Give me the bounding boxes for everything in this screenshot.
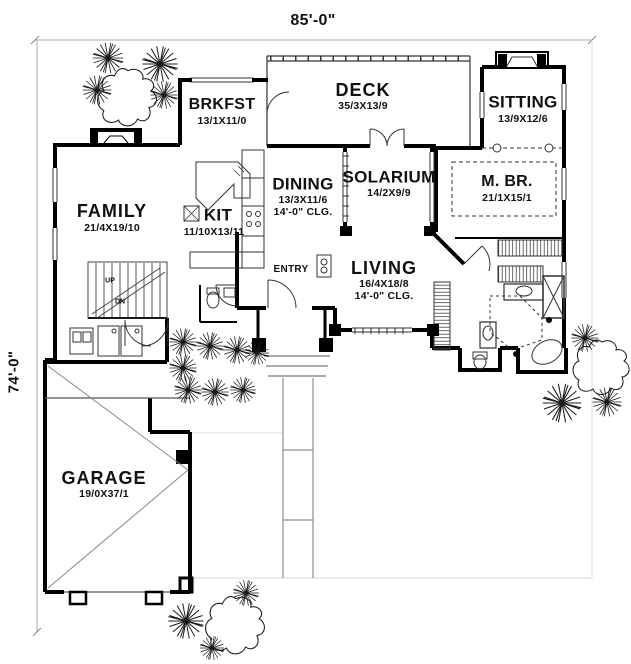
doors: [124, 91, 491, 347]
room-label-living: LIVING: [350, 258, 418, 278]
room-size-family: 21/4X19/10: [84, 221, 140, 234]
room-ceiling-dining: 14'-0" CLG.: [273, 205, 333, 218]
deck-railing: [266, 55, 471, 146]
fireplace-icon: [90, 128, 142, 146]
room-size-sitting: 13/9X12/6: [498, 112, 548, 125]
porch-steps: [264, 355, 330, 377]
overall-depth-dimension: 74'-0": [5, 350, 23, 394]
entry-porch: [252, 338, 333, 377]
utility-fixtures: [69, 325, 143, 357]
bay-window: [495, 51, 549, 69]
room-label-solarium: SOLARIUM: [342, 167, 436, 187]
room-size-kitchen: 11/10X13/11: [183, 225, 245, 238]
room-label-deck: DECK: [335, 80, 391, 100]
dashed-lines: [451, 143, 564, 351]
room-label-brkfst: BRKFST: [188, 96, 256, 113]
entry-niche: [316, 254, 332, 278]
garage-lines: [47, 365, 189, 606]
stairs: [87, 261, 168, 319]
room-size-living: 16/4X18/8: [359, 277, 409, 290]
kitchen-fixtures: [183, 149, 265, 269]
powder-room-fixtures: [206, 287, 236, 309]
room-label-dining: DINING: [272, 174, 334, 194]
room-label-family: FAMILY: [76, 201, 148, 221]
overall-width-dimension: 85'-0": [290, 12, 336, 29]
dimension-lines: [30, 35, 597, 637]
room-ceiling-living: 14'-0" CLG.: [354, 289, 414, 302]
windows: [52, 77, 567, 334]
stairs-dn-label: DN: [114, 298, 126, 306]
room-label-sitting: SITTING: [488, 92, 558, 112]
stairs-up-label: UP: [105, 277, 115, 285]
walkway: [282, 378, 314, 578]
room-size-deck: 35/3X13/9: [338, 99, 388, 112]
room-size-master-bedroom: 21/1X15/1: [482, 191, 532, 204]
accent-blocks: [176, 226, 439, 594]
room-label-master-bedroom: M. BR.: [481, 173, 533, 190]
room-size-brkfst: 13/1X11/0: [197, 114, 247, 127]
room-label-kitchen: KIT: [203, 205, 233, 225]
room-label-entry: ENTRY: [273, 264, 309, 275]
room-size-dining: 13/3X11/6: [278, 193, 328, 206]
room-size-solarium: 14/2X9/9: [367, 186, 411, 199]
interior-walls: [45, 237, 564, 399]
room-label-garage: GARAGE: [61, 468, 147, 488]
landscaping: [82, 42, 630, 661]
room-size-garage: 19/0X37/1: [79, 487, 129, 500]
